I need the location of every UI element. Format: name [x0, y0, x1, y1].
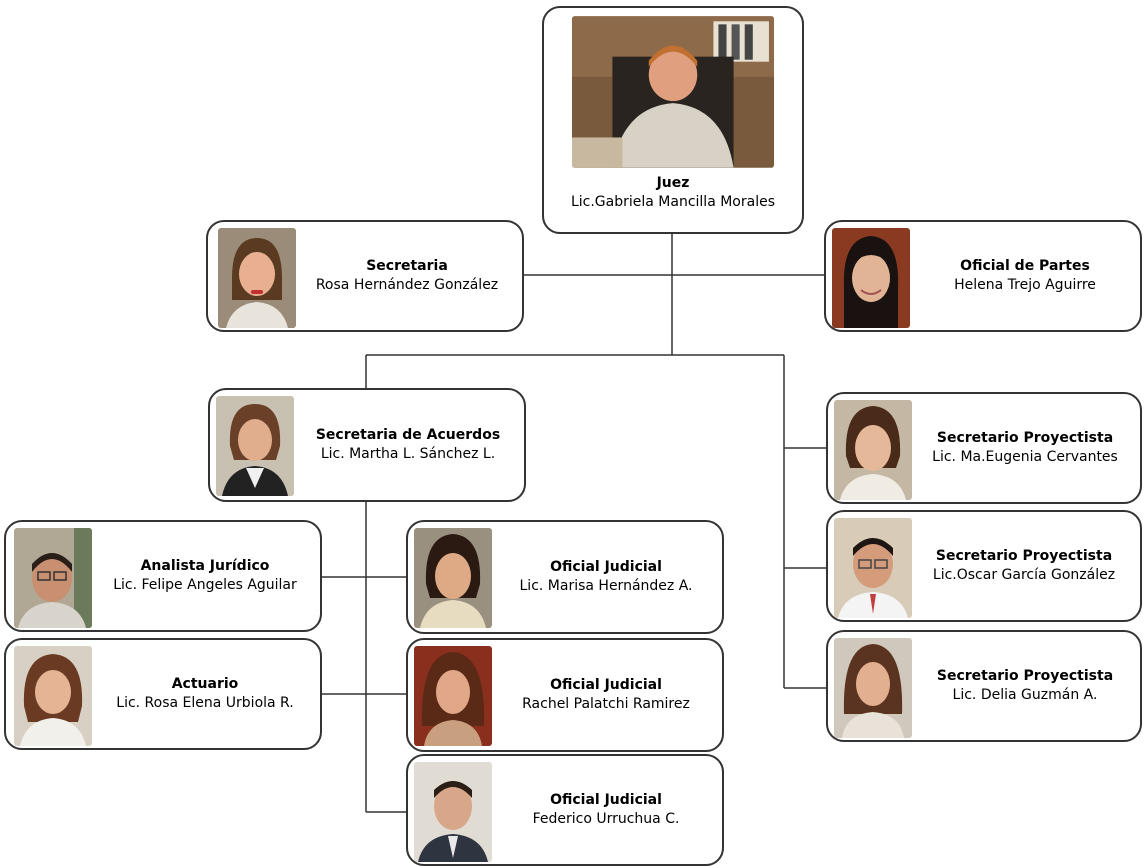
node-name: Lic. Ma.Eugenia Cervantes: [932, 449, 1118, 465]
node-title: Secretaria de Acuerdos: [315, 427, 501, 443]
node-oficial-judicial-1: Oficial Judicial Lic. Marisa Hernández A…: [406, 520, 724, 634]
person-photo-icon: [218, 228, 296, 328]
photo-proyectista-2: [834, 518, 912, 618]
node-name: Helena Trejo Aguirre: [954, 277, 1096, 293]
node-name: Lic. Delia Guzmán A.: [952, 687, 1098, 703]
node-oficial-judicial-3: Oficial Judicial Federico Urruchua C.: [406, 754, 724, 866]
person-photo-icon: [834, 518, 912, 618]
node-title: Oficial Judicial: [550, 792, 662, 808]
person-photo-icon: [414, 528, 492, 628]
node-secretaria-acuerdos: Secretaria de Acuerdos Lic. Martha L. Sá…: [208, 388, 526, 502]
person-photo-icon: [834, 400, 912, 500]
person-photo-icon: [216, 396, 294, 496]
photo-secretaria-acuerdos: [216, 396, 294, 496]
node-analista: Analista Jurídico Lic. Felipe Angeles Ag…: [4, 520, 322, 632]
node-oficial-judicial-2: Oficial Judicial Rachel Palatchi Ramirez: [406, 638, 724, 752]
photo-proyectista-3: [834, 638, 912, 738]
photo-analista: [14, 528, 92, 628]
node-name: Lic. Felipe Angeles Aguilar: [113, 577, 297, 593]
node-oficial-partes: Oficial de Partes Helena Trejo Aguirre: [824, 220, 1142, 332]
photo-secretaria: [218, 228, 296, 328]
node-name: Rachel Palatchi Ramirez: [522, 696, 690, 712]
node-secretaria: Secretaria Rosa Hernández González: [206, 220, 524, 332]
node-name: Lic. Martha L. Sánchez L.: [320, 446, 496, 462]
photo-oficial-judicial-3: [414, 762, 492, 862]
node-name: Federico Urruchua C.: [532, 811, 680, 827]
node-title: Secretaria: [366, 258, 448, 274]
photo-oficial-partes: [832, 228, 910, 328]
node-name: Rosa Hernández González: [315, 277, 499, 293]
node-name: Lic.Oscar García González: [932, 567, 1116, 583]
node-title: Secretario Proyectista: [936, 668, 1114, 684]
person-photo-icon: [14, 528, 92, 628]
person-photo-icon: [572, 16, 774, 168]
person-photo-icon: [414, 762, 492, 862]
node-title: Analista Jurídico: [140, 558, 270, 574]
person-photo-icon: [14, 646, 92, 746]
node-proyectista-3: Secretario Proyectista Lic. Delia Guzmán…: [826, 630, 1142, 742]
node-name: Lic.Gabriela Mancilla Morales: [570, 194, 776, 210]
node-title: Oficial Judicial: [550, 677, 662, 693]
node-title: Juez: [656, 175, 690, 191]
node-title: Oficial de Partes: [960, 258, 1090, 274]
person-photo-icon: [832, 228, 910, 328]
node-title: Secretario Proyectista: [935, 548, 1113, 564]
photo-juez: [572, 16, 774, 168]
node-proyectista-1: Secretario Proyectista Lic. Ma.Eugenia C…: [826, 392, 1142, 504]
node-juez: Juez Lic.Gabriela Mancilla Morales: [542, 6, 804, 234]
photo-proyectista-1: [834, 400, 912, 500]
person-photo-icon: [834, 638, 912, 738]
node-proyectista-2: Secretario Proyectista Lic.Oscar García …: [826, 510, 1142, 622]
node-title: Secretario Proyectista: [936, 430, 1114, 446]
photo-oficial-judicial-1: [414, 528, 492, 628]
photo-oficial-judicial-2: [414, 646, 492, 746]
node-title: Actuario: [171, 676, 239, 692]
photo-actuario: [14, 646, 92, 746]
node-name: Lic. Marisa Hernández A.: [519, 578, 693, 594]
node-actuario: Actuario Lic. Rosa Elena Urbiola R.: [4, 638, 322, 750]
node-title: Oficial Judicial: [550, 559, 662, 575]
person-photo-icon: [414, 646, 492, 746]
node-name: Lic. Rosa Elena Urbiola R.: [116, 695, 294, 711]
